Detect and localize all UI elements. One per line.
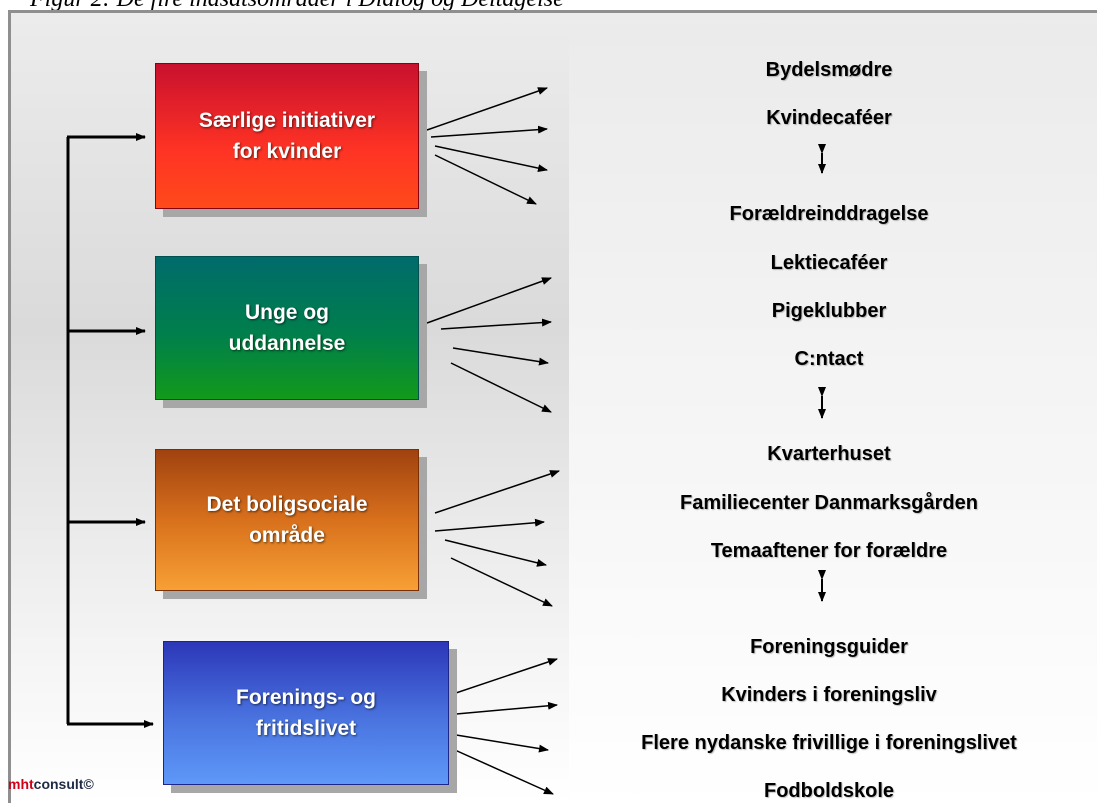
- area-box-youth-education: Unge og uddannelse: [155, 256, 419, 400]
- fan-arrow: [443, 732, 549, 753]
- fan-arrow: [426, 277, 552, 324]
- fan-arrow: [426, 87, 548, 131]
- box-label: uddannelse: [228, 332, 346, 355]
- box-label: Det boligsociale: [206, 493, 368, 516]
- connector-arrows: [66, 87, 826, 795]
- brand-logo: mhtconsult©: [8, 776, 94, 792]
- logo-rest: consult©: [33, 776, 94, 792]
- activity-item: Lektiecaféer: [770, 252, 888, 274]
- activities-panel: Bydelsmødre Kvindecaféer Forældreinddrag…: [569, 33, 1097, 803]
- fan-arrow: [434, 154, 537, 205]
- box-label: for kvinder: [232, 140, 342, 163]
- activity-item: Kvinders i foreningsliv: [721, 684, 937, 706]
- box-label: område: [249, 524, 325, 547]
- fan-arrow: [430, 125, 548, 138]
- activity-item: Familiecenter Danmarksgården: [680, 492, 978, 514]
- area-box-women: Særlige initiativer for kvinder: [155, 63, 419, 209]
- fan-arrow: [434, 470, 560, 514]
- fan-arrow: [452, 347, 549, 366]
- activity-item: Kvindecaféer: [766, 107, 892, 129]
- figure-caption: Figur 2: De fire indsatsområder i Dialog…: [30, 0, 564, 16]
- activity-item: Bydelsmødre: [765, 59, 893, 81]
- activity-item: Forældreinddragelse: [729, 203, 929, 225]
- fan-arrow: [444, 539, 547, 567]
- area-box-housing-social: Det boligsociale område: [155, 449, 419, 591]
- fan-arrow: [434, 145, 548, 173]
- activity-item: Kvarterhuset: [767, 443, 891, 465]
- activity-item: C:ntact: [794, 348, 864, 370]
- fan-arrow: [450, 557, 553, 607]
- fan-arrow: [444, 701, 558, 716]
- activity-item: Flere nydanske frivillige i foreningsliv…: [641, 732, 1017, 754]
- box-label: fritidslivet: [255, 717, 357, 740]
- box-label: Forenings- og: [236, 686, 376, 709]
- fan-arrow: [450, 362, 552, 413]
- fan-arrow: [440, 658, 558, 699]
- figure-canvas: Bydelsmødre Kvindecaféer Forældreinddrag…: [8, 10, 1097, 803]
- logo-brand: mht: [8, 776, 34, 792]
- fan-arrow: [440, 318, 552, 330]
- activity-item: Temaaftener for forældre: [710, 540, 948, 562]
- area-box-associations-leisure: Forenings- og fritidslivet: [163, 641, 449, 785]
- activity-item: Pigeklubber: [771, 300, 887, 322]
- activity-item: Fodboldskole: [764, 780, 894, 802]
- activity-item: Foreningsguider: [750, 636, 908, 658]
- fan-arrow: [434, 518, 545, 532]
- box-label: Særlige initiativer: [198, 109, 376, 132]
- fan-arrow: [445, 745, 554, 795]
- box-label: Unge og: [244, 301, 329, 324]
